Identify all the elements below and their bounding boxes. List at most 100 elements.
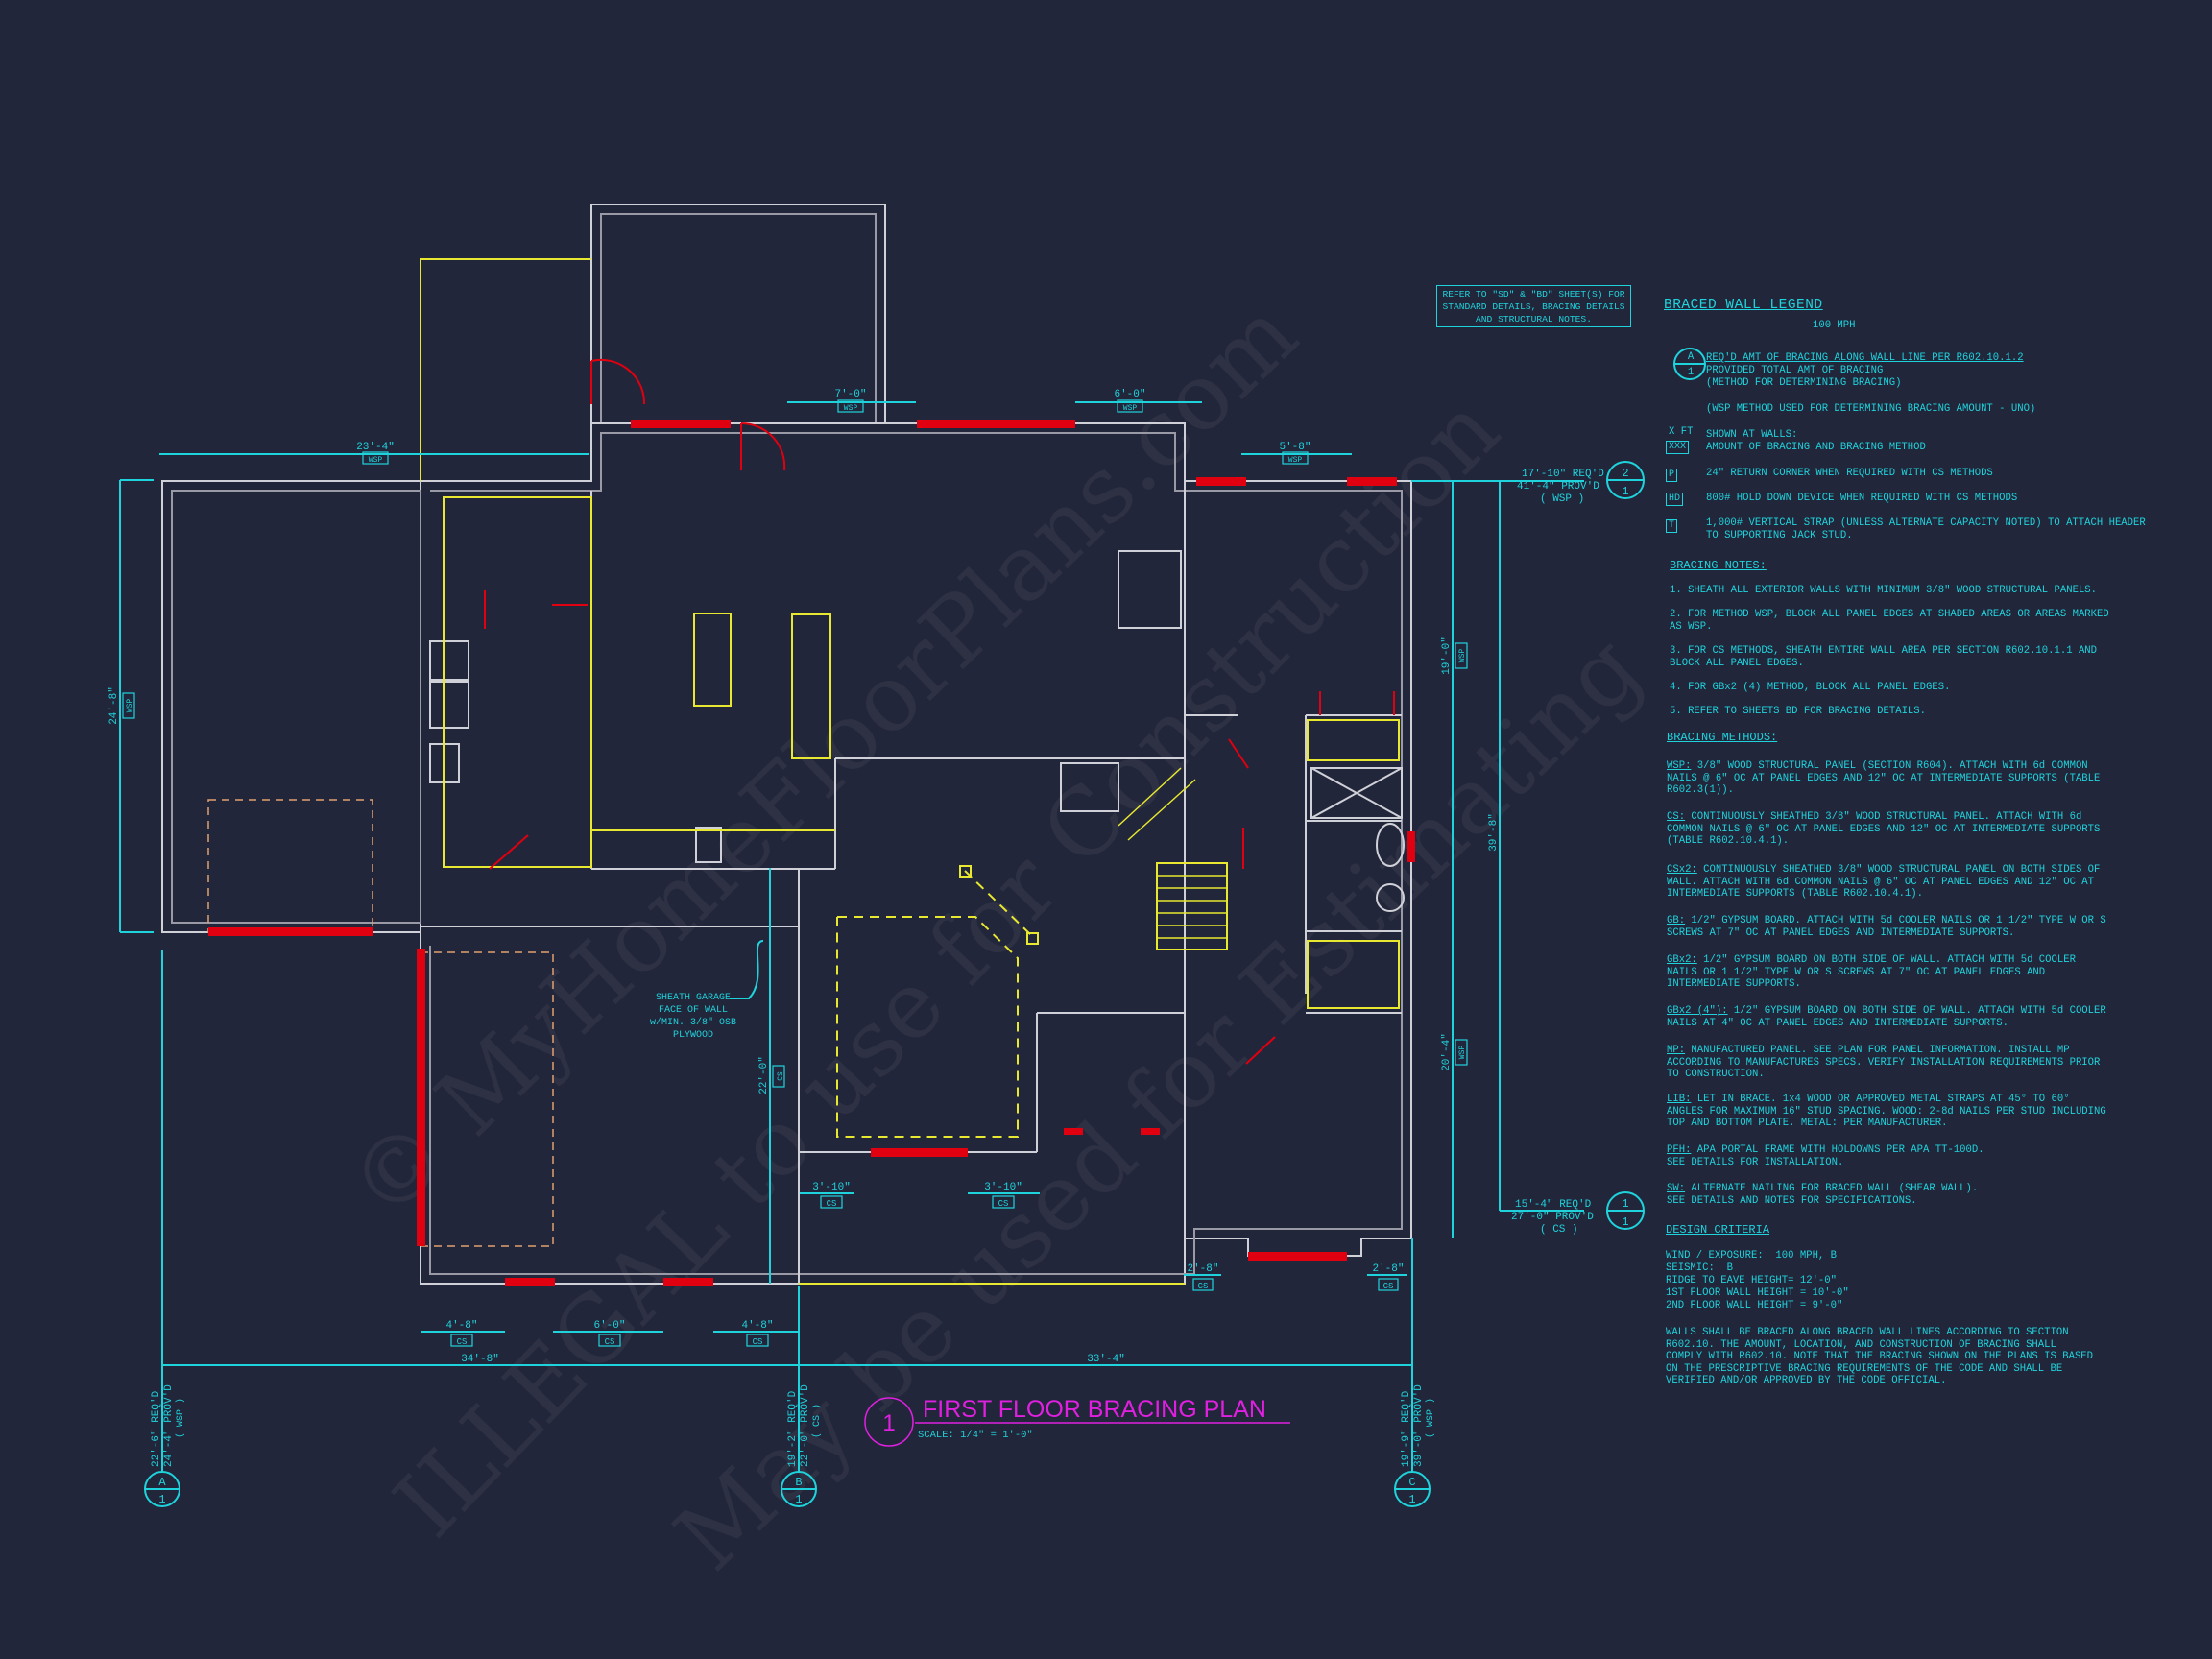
bracing-notes-title: BRACING NOTES:: [1670, 559, 1767, 572]
note-line: SHEATH GARAGE: [656, 993, 731, 1003]
method-code: PFH:: [1667, 1144, 1692, 1156]
yellow-elements: [420, 258, 1400, 1285]
legend-t-symbol: T: [1666, 519, 1678, 533]
dim-label: 2'-8": [1187, 1263, 1218, 1275]
garage-note: SHEATH GARAGE FACE OF WALL w/MIN. 3/8" O…: [650, 993, 736, 1041]
exterior-walls: [161, 204, 1412, 1285]
bubble-bottom: 1: [158, 1493, 165, 1506]
bracing-note: 5. REFER TO SHEETS BD FOR BRACING DETAIL…: [1670, 706, 1927, 717]
dim-method: WSP: [844, 404, 858, 413]
scale-text: SCALE: 1/4" = 1'-0": [918, 1430, 1033, 1441]
dim-method: CS: [605, 1337, 615, 1347]
legend-bubble-line: REQ'D AMT OF BRACING ALONG WALL LINE PER…: [1706, 352, 2024, 364]
req-text: 19'-9" REQ'D: [1401, 1390, 1412, 1467]
method-text: CONTINUOUSLY SHEATHED 3/8" WOOD STRUCTUR…: [1667, 811, 2106, 848]
dim-method: WSP: [369, 456, 383, 465]
method-text: 1/2" GYPSUM BOARD. ATTACH WITH 5d COOLER…: [1667, 915, 2113, 939]
legend-hd-text: 800# HOLD DOWN DEVICE WHEN REQUIRED WITH…: [1706, 493, 2018, 504]
dim-method: CS: [753, 1337, 763, 1347]
legend-title: BRACED WALL LEGEND: [1664, 298, 1823, 313]
bubble-bottom: 1: [1408, 1493, 1415, 1506]
method-code: CS:: [1667, 811, 1686, 823]
method-text: ( CS ): [811, 1404, 823, 1438]
dim-label: 20'-4": [1441, 1033, 1453, 1071]
criteria-item: 2ND FLOOR WALL HEIGHT = 9'-0": [1666, 1300, 1843, 1311]
dim-method: WSP: [1123, 404, 1138, 413]
criteria-item: SEISMIC: B: [1666, 1262, 1733, 1274]
method-text: ( WSP ): [1540, 493, 1584, 505]
method-lib: LIB: LET IN BRACE. 1x4 WOOD OR APPROVED …: [1667, 1094, 2108, 1130]
garage-left-wall: [161, 480, 421, 933]
bubble-bottom: 1: [795, 1493, 802, 1506]
dim-label: 4'-8": [741, 1320, 773, 1332]
method-cs: CS: CONTINUOUSLY SHEATHED 3/8" WOOD STRU…: [1667, 811, 2108, 848]
dim-label: 6'-0": [593, 1320, 625, 1332]
appliance: [429, 640, 469, 681]
legend-shown: AMOUNT OF BRACING AND BRACING METHOD: [1706, 442, 1926, 453]
note-line: w/MIN. 3/8" OSB: [650, 1017, 736, 1028]
dim-label: 23'-4": [356, 442, 395, 453]
design-criteria-title: DESIGN CRITERIA: [1666, 1223, 1770, 1237]
toilet: [1376, 823, 1405, 867]
legend-bubble-line: (METHOD FOR DETERMINING BRACING): [1706, 377, 1902, 389]
bubble-labels: 2 1 1 1 A 1 B 1 C 1: [158, 467, 1628, 1506]
note-line: FACE OF WALL: [659, 1005, 728, 1016]
dim-label: 24'-8": [108, 686, 120, 725]
wall-line-requirements: 17'-10" REQ'D 41'-4" PROV'D ( WSP ) 15'-…: [151, 469, 1604, 1467]
dim-label: 4'-8": [445, 1320, 477, 1332]
bubble-top: 1: [1622, 1197, 1628, 1211]
prov-text: 24'-4" PROV'D: [163, 1384, 175, 1467]
method-gbx2: GBx2: 1/2" GYPSUM BOARD ON BOTH SIDE OF …: [1667, 954, 2108, 991]
method-text: CONTINUOUSLY SHEATHED 3/8" WOOD STRUCTUR…: [1667, 864, 2106, 901]
legend-xxx-symbol: XXX: [1666, 441, 1690, 454]
method-text: ( WSP ): [175, 1398, 186, 1438]
method-text: ( CS ): [1540, 1224, 1578, 1236]
legend-bubble-line: PROVIDED TOTAL AMT OF BRACING: [1706, 365, 1884, 376]
title-number: 1: [882, 1410, 895, 1436]
legend-shown: SHOWN AT WALLS:: [1706, 429, 1798, 441]
method-gbx2-4: GBx2 (4"): 1/2" GYPSUM BOARD ON BOTH SID…: [1667, 1005, 2108, 1029]
dim-method: WSP: [126, 699, 134, 713]
legend-xft: X FT: [1669, 426, 1694, 438]
shower: [1310, 767, 1403, 819]
bubble-bottom: 1: [1622, 485, 1628, 498]
legend-t-text: 1,000# VERTICAL STRAP (UNLESS ALTERNATE …: [1706, 517, 2152, 541]
dim-label: 6'-0": [1114, 389, 1145, 400]
prov-text: 39'-0" PROV'D: [1413, 1384, 1425, 1467]
bubble-bottom: 1: [1622, 1215, 1628, 1229]
method-code: GBx2 (4"):: [1667, 1005, 1728, 1017]
dim-label: 2'-8": [1372, 1263, 1404, 1275]
bracing-methods-title: BRACING METHODS:: [1667, 731, 1778, 744]
legend-wsp-note: (WSP METHOD USED FOR DETERMINING BRACING…: [1706, 403, 2036, 415]
method-text: 1/2" GYPSUM BOARD ON BOTH SIDE OF WALL. …: [1667, 954, 2082, 991]
method-code: GBx2:: [1667, 954, 1697, 966]
req-text: 17'-10" REQ'D: [1522, 469, 1604, 480]
prov-text: 22'-0" PROV'D: [800, 1384, 811, 1467]
method-text: 1/2" GYPSUM BOARD ON BOTH SIDE OF WALL. …: [1667, 1005, 2113, 1029]
method-mp: MP: MANUFACTURED PANEL. SEE PLAN FOR PAN…: [1667, 1045, 2108, 1081]
dimension-labels: 23'-4" WSP 7'-0" WSP 6'-0" WSP 5'-8" WSP…: [108, 389, 1500, 1365]
req-text: 22'-6" REQ'D: [151, 1390, 162, 1467]
criteria-item: WIND / EXPOSURE: 100 MPH, B: [1666, 1250, 1838, 1262]
criteria-paragraph: WALLS SHALL BE BRACED ALONG BRACED WALL …: [1666, 1327, 2100, 1387]
dim-method: WSP: [1458, 1046, 1467, 1060]
dim-label: 3'-10": [984, 1182, 1022, 1193]
method-gb: GB: 1/2" GYPSUM BOARD. ATTACH WITH 5d CO…: [1667, 915, 2108, 939]
dim-label: 39'-8": [1488, 813, 1500, 852]
bracing-note: 4. FOR GBx2 (4) METHOD, BLOCK ALL PANEL …: [1670, 682, 1951, 693]
criteria-item: RIDGE TO EAVE HEIGHT= 12'-0": [1666, 1275, 1838, 1286]
method-wsp: WSP: 3/8" WOOD STRUCTURAL PANEL (SECTION…: [1667, 760, 2108, 797]
method-text: MANUFACTURED PANEL. SEE PLAN FOR PANEL I…: [1667, 1045, 2106, 1081]
legend-hd-symbol: HD: [1666, 493, 1684, 506]
method-code: WSP:: [1667, 760, 1692, 772]
dim-label: 22'-0": [758, 1056, 770, 1094]
tray-ceiling: [836, 916, 1019, 1138]
dim-method: CS: [998, 1199, 1009, 1209]
dim-method: WSP: [1458, 649, 1467, 663]
legend-p-text: 24" RETURN CORNER WHEN REQUIRED WITH CS …: [1706, 468, 1993, 479]
dim-label: 34'-8": [461, 1354, 499, 1365]
plan-title: 1 FIRST FLOOR BRACING PLAN SCALE: 1/4" =…: [864, 1396, 1290, 1447]
note-line: PLYWOOD: [673, 1030, 713, 1041]
req-text: 15'-4" REQ'D: [1515, 1199, 1592, 1211]
